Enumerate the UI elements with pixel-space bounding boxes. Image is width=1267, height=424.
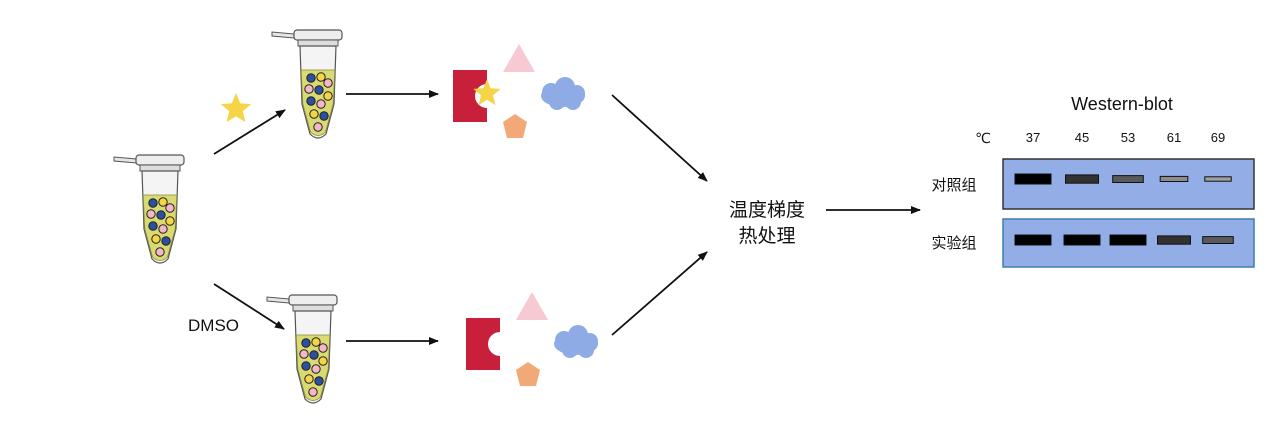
western-blot-title: Western-blot <box>1071 94 1173 114</box>
blot-band-1-61 <box>1157 235 1191 245</box>
temperature-label-45: 45 <box>1075 130 1089 145</box>
starting-tube <box>113 154 185 264</box>
blot-band-0-61 <box>1159 175 1189 182</box>
row-label-experiment: 实验组 <box>931 234 976 252</box>
blot-band-1-45 <box>1063 234 1101 246</box>
blot-band-0-45 <box>1065 174 1099 184</box>
temperature-label-37: 37 <box>1026 130 1040 145</box>
temperature-unit: ℃ <box>975 130 991 146</box>
blot-band-1-69 <box>1202 236 1234 245</box>
arrow-to-compound <box>213 109 286 155</box>
arrow-bottom-to-heat <box>611 251 708 336</box>
temperature-labels: 37 45 53 61 69 <box>1026 130 1225 145</box>
blot-row-experiment: 实验组 <box>931 218 1255 268</box>
blot-band-1-53 <box>1109 234 1147 246</box>
row-label-control: 对照组 <box>931 176 976 194</box>
blot-band-0-53 <box>1112 175 1144 184</box>
dmso-tube <box>266 294 338 404</box>
compound-tube <box>271 29 343 139</box>
compound-star-icon <box>220 93 252 123</box>
temperature-label-69: 69 <box>1211 130 1225 145</box>
blot-band-0-69 <box>1204 176 1232 182</box>
bound-star-icon <box>473 79 501 106</box>
protein-cluster-compound <box>453 44 585 138</box>
process-line-1: 温度梯度 <box>729 199 805 221</box>
blot-row-control: 对照组 <box>931 158 1255 210</box>
temperature-label-61: 61 <box>1167 130 1181 145</box>
blot-band-1-37 <box>1014 234 1052 246</box>
arrow-top-to-heat <box>611 94 708 182</box>
arrow-to-dmso <box>213 283 285 330</box>
temperature-label-53: 53 <box>1121 130 1135 145</box>
process-line-2: 热处理 <box>738 225 795 247</box>
protein-cluster-dmso <box>466 292 598 386</box>
dmso-label: DMSO <box>188 316 239 335</box>
blot-band-0-37 <box>1014 173 1052 185</box>
